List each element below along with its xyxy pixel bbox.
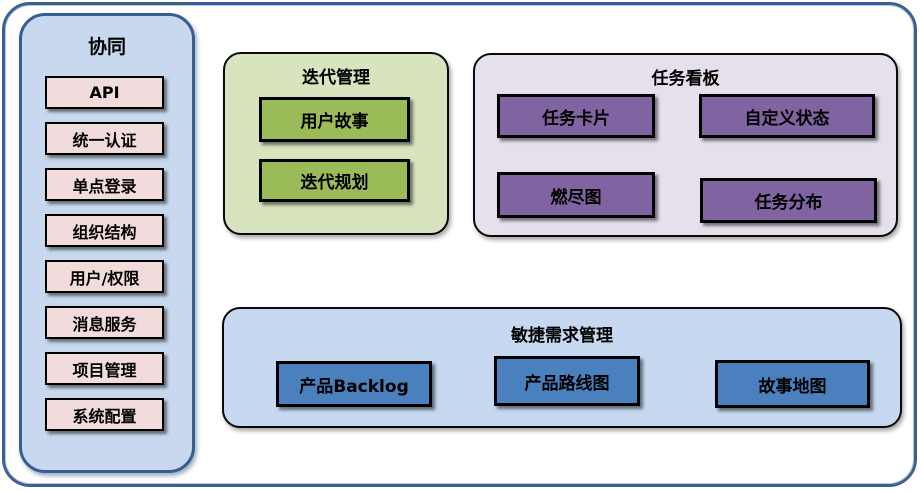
- feature-burndown-chart: 燃尽图: [497, 172, 655, 218]
- feature-product-backlog: 产品Backlog: [276, 361, 432, 407]
- collaboration-sidebar-title: 协同: [87, 36, 126, 58]
- agile-requirements-title: 敏捷需求管理: [511, 326, 613, 346]
- sidebar-item-user-permission: 用户/权限: [45, 260, 164, 293]
- iteration-management-title: 迭代管理: [302, 68, 370, 88]
- sidebar-item-project-management: 项目管理: [45, 352, 164, 385]
- agile-requirements-panel: 敏捷需求管理 产品Backlog 产品路线图 故事地图: [222, 307, 902, 428]
- collaboration-sidebar-panel: 协同 API 统一认证 单点登录 组织结构 用户/权限 消息服务 项目管理 系统…: [19, 13, 195, 473]
- feature-custom-status: 自定义状态: [699, 94, 875, 138]
- sidebar-item-system-config: 系统配置: [45, 398, 164, 431]
- feature-product-roadmap: 产品路线图: [494, 356, 640, 406]
- sidebar-item-sso: 单点登录: [45, 168, 164, 201]
- feature-user-story: 用户故事: [259, 97, 410, 142]
- feature-task-distribution: 任务分布: [700, 178, 877, 223]
- collaboration-sidebar-items: API 统一认证 单点登录 组织结构 用户/权限 消息服务 项目管理 系统配置: [45, 76, 164, 431]
- feature-iteration-planning: 迭代规划: [259, 159, 410, 202]
- iteration-management-panel: 迭代管理 用户故事 迭代规划: [223, 52, 449, 235]
- sidebar-item-org-structure: 组织结构: [45, 214, 164, 247]
- feature-task-card: 任务卡片: [497, 94, 655, 138]
- feature-story-map: 故事地图: [715, 360, 870, 408]
- sidebar-item-message-service: 消息服务: [45, 306, 164, 339]
- task-kanban-title: 任务看板: [651, 69, 720, 89]
- sidebar-item-unified-auth: 统一认证: [45, 122, 164, 155]
- sidebar-item-api: API: [45, 76, 164, 109]
- task-kanban-panel: 任务看板 任务卡片 自定义状态 燃尽图 任务分布: [473, 53, 898, 237]
